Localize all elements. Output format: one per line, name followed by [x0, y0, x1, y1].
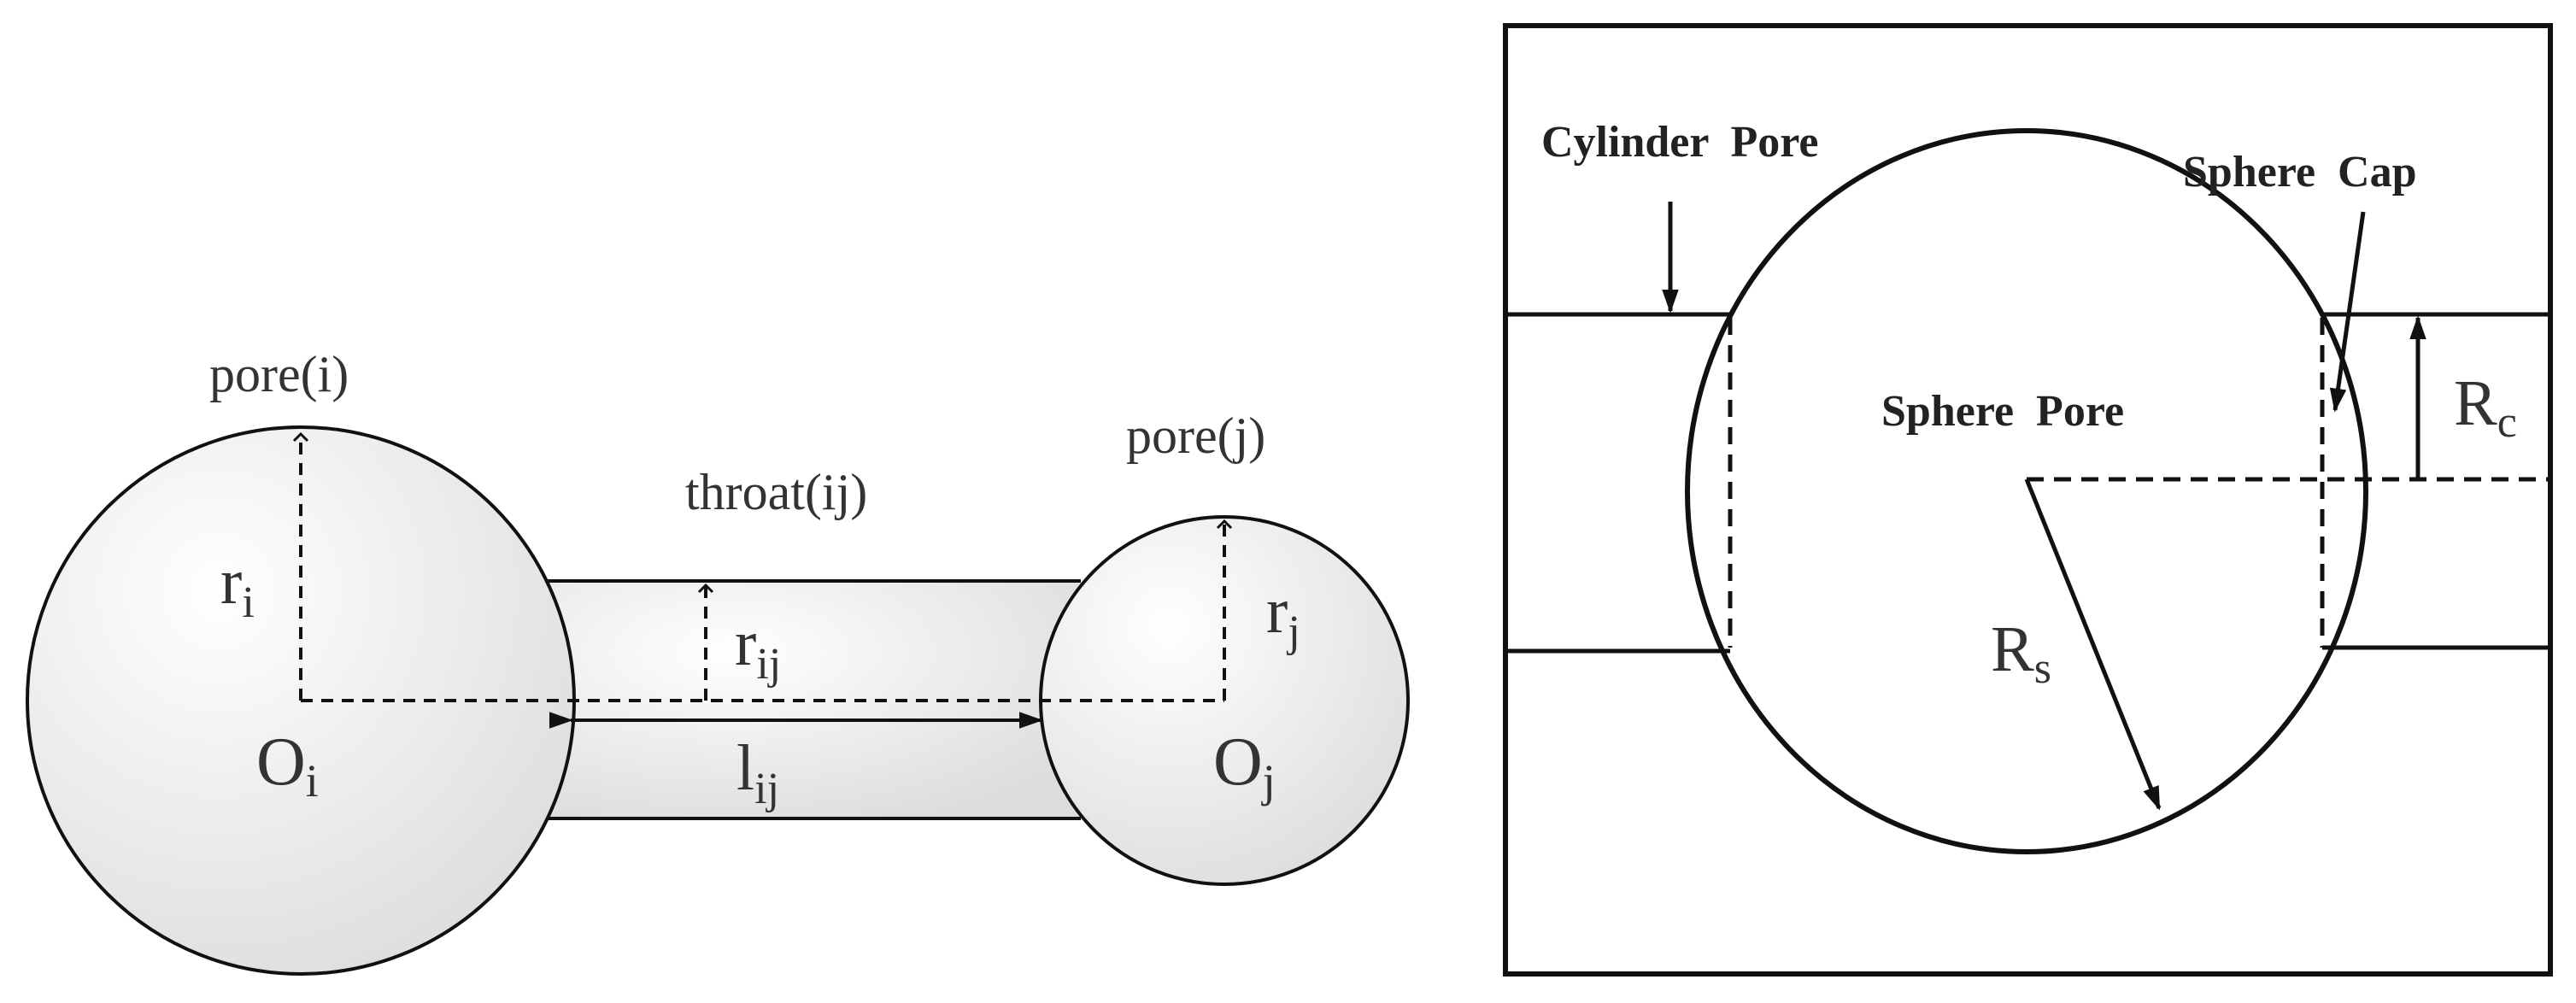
sphere-circle	[1685, 128, 2368, 854]
left-diagram: pore(i) pore(j) throat(ij) ri rj rij lij…	[26, 346, 1410, 976]
pore-j-label: pore(j)	[1126, 408, 1265, 464]
rc-label: Rc	[2454, 367, 2517, 447]
sphere-cap-pointer	[2329, 211, 2366, 413]
pore-i-label: pore(i)	[209, 346, 349, 402]
lij-label: lij	[736, 732, 779, 813]
frame-rect	[1503, 23, 2553, 977]
cylinder-pore-label: Cylinder Pore	[1541, 118, 1819, 167]
ri-label: ri	[220, 546, 255, 627]
rij-label: rij	[735, 607, 781, 689]
right-diagram: Cylinder Pore Sphere Cap Sphere Pore Rc …	[1503, 23, 2553, 977]
rs-label: Rs	[1991, 613, 2051, 693]
throat-label: throat(ij)	[685, 464, 867, 520]
rj-label: rj	[1266, 575, 1300, 656]
sphere-cap-label: Sphere Cap	[2183, 148, 2417, 196]
oi-label: Oi	[256, 724, 319, 807]
sphere-pore-label: Sphere Pore	[1881, 387, 2124, 436]
oj-label: Oj	[1213, 724, 1276, 807]
radius-rs-arrow	[2024, 478, 2162, 811]
